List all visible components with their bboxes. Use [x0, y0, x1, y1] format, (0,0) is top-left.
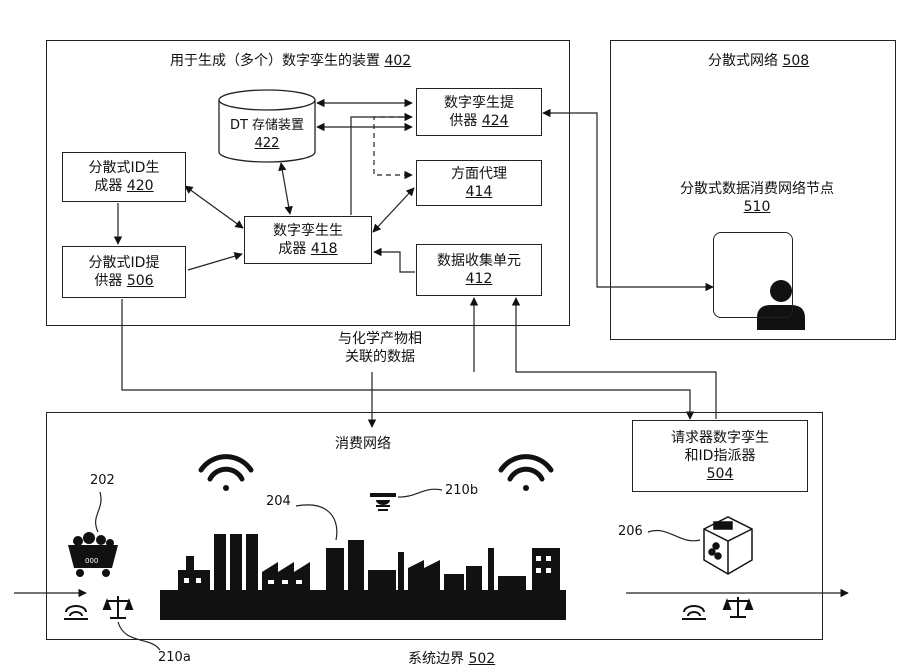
consumption-network-title: 消费网络 — [335, 435, 391, 453]
distributed-network-ref: 508 — [782, 53, 809, 69]
id-provider-ref: 506 — [127, 273, 154, 289]
dt-provider-line2: 供器 — [449, 113, 477, 129]
id-generator-box[interactable]: 分散式ID生 成器 420 — [62, 152, 186, 202]
id-provider-line2: 供器 — [94, 273, 122, 289]
distributed-network-title: 分散式网络 508 — [708, 52, 809, 70]
ref-206: 206 — [618, 524, 643, 539]
requester-line2: 和ID指派器 — [685, 447, 756, 465]
aspect-proxy-name: 方面代理 — [451, 165, 507, 183]
dt-provider-ref: 424 — [482, 113, 509, 129]
dt-generator-line2: 成器 — [278, 241, 306, 257]
requester-box[interactable]: 请求器数字孪生 和ID指派器 504 — [632, 420, 808, 492]
requester-ref: 504 — [707, 465, 734, 483]
dt-storage-label: DT 存储装置 422 — [220, 117, 314, 153]
id-generator-line1: 分散式ID生 — [89, 159, 160, 177]
data-collection-ref: 412 — [466, 270, 493, 288]
apparatus-title-text: 用于生成（多个）数字孪生的装置 — [170, 53, 380, 69]
dt-provider-box[interactable]: 数字孪生提 供器 424 — [416, 88, 542, 136]
consumer-node-ref: 510 — [640, 198, 874, 216]
apparatus-title: 用于生成（多个）数字孪生的装置 402 — [170, 52, 411, 70]
distributed-network-title-text: 分散式网络 — [708, 53, 778, 69]
apparatus-ref: 402 — [384, 53, 411, 69]
dt-generator-ref: 418 — [311, 241, 338, 257]
aspect-proxy-ref: 414 — [466, 183, 493, 201]
consumer-node-box[interactable] — [713, 232, 793, 318]
ref-204: 204 — [266, 494, 291, 509]
ref-210a: 210a — [158, 650, 191, 665]
chem-data-line2: 关联的数据 — [326, 348, 434, 366]
data-collection-box[interactable]: 数据收集单元 412 — [416, 244, 542, 296]
dt-generator-line1: 数字孪生生 — [273, 222, 343, 240]
system-boundary-ref: 502 — [468, 651, 495, 667]
chem-data-line1: 与化学产物相 — [326, 330, 434, 348]
consumer-node-label: 分散式数据消费网络节点 510 — [640, 180, 874, 216]
id-provider-box[interactable]: 分散式ID提 供器 506 — [62, 246, 186, 298]
dt-storage-ref: 422 — [220, 135, 314, 153]
aspect-proxy-box[interactable]: 方面代理 414 — [416, 160, 542, 206]
id-generator-ref: 420 — [127, 178, 154, 194]
system-boundary-title: 系统边界 — [408, 651, 464, 667]
ref-210b: 210b — [445, 483, 478, 498]
chem-data-label: 与化学产物相 关联的数据 — [326, 330, 434, 366]
dt-provider-line1: 数字孪生提 — [444, 94, 514, 112]
dt-storage-name: DT 存储装置 — [220, 117, 314, 135]
id-provider-line1: 分散式ID提 — [89, 254, 160, 272]
requester-line1: 请求器数字孪生 — [671, 429, 769, 447]
consumer-node-name: 分散式数据消费网络节点 — [640, 180, 874, 198]
id-generator-line2: 成器 — [94, 178, 122, 194]
ref-202: 202 — [90, 473, 115, 488]
system-boundary-label: 系统边界 502 — [408, 650, 495, 668]
data-collection-name: 数据收集单元 — [437, 252, 521, 270]
dt-generator-box[interactable]: 数字孪生生 成器 418 — [244, 216, 372, 264]
